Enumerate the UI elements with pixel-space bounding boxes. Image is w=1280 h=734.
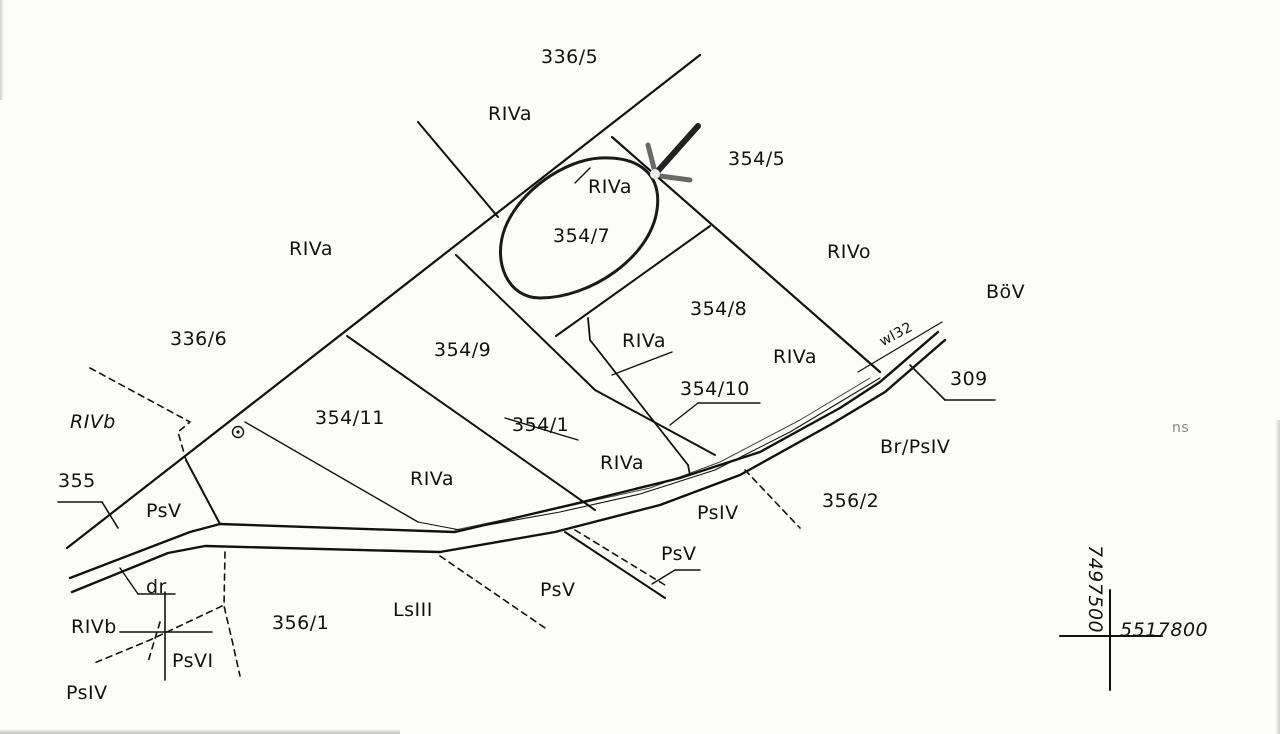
boundary-354-10-left bbox=[587, 317, 591, 341]
parcel-label-356-1: 356/1 bbox=[272, 612, 330, 634]
dashed-boundary-east bbox=[744, 469, 801, 529]
parcel-label-336-5: 336/5 bbox=[541, 46, 599, 68]
track-line bbox=[417, 377, 881, 531]
parcel-label-356-2: 356/2 bbox=[822, 490, 880, 512]
landuse-label-riva-lower-1: RIVa bbox=[410, 468, 454, 490]
track-line-2 bbox=[454, 377, 871, 531]
boundary-solid-psv bbox=[564, 531, 666, 599]
landuse-label-riva-lower-2: RIVa bbox=[600, 452, 644, 474]
parcel-label-354-9: 354/9 bbox=[434, 339, 492, 361]
landuse-label-rivo-right: RIVo bbox=[827, 241, 871, 263]
leader-354-1 bbox=[504, 417, 579, 441]
landuse-label-psvi: PsVI bbox=[172, 650, 214, 672]
parcel-label-354-10: 354/10 bbox=[680, 378, 750, 400]
parcel-label-355: 355 bbox=[58, 470, 96, 492]
parcel-label-354-1: 354/1 bbox=[512, 414, 570, 436]
parcel-label-336-6: 336/6 bbox=[170, 328, 228, 350]
parcel-label-354-11: 354/11 bbox=[315, 407, 385, 429]
landuse-label-psv-left: PsV bbox=[146, 500, 182, 522]
coordinate-label-easting: 5517800 bbox=[1120, 619, 1209, 641]
parcel-label-354-7: 354/7 bbox=[553, 225, 611, 247]
parcel-label-354-8: 354/8 bbox=[690, 298, 748, 320]
boundary-psv-divider bbox=[185, 459, 221, 525]
survey-point-symbol bbox=[231, 425, 245, 439]
leader-354-10 bbox=[669, 402, 699, 426]
road-lower-edge bbox=[70, 338, 947, 594]
leader-dr bbox=[119, 567, 139, 595]
landuse-label-riva-left: RIVa bbox=[289, 238, 333, 260]
landuse-label-psv-road: PsV bbox=[661, 543, 697, 565]
pointer-marker-icon bbox=[645, 123, 701, 183]
road-upper-edge bbox=[68, 330, 940, 580]
dashed-boundary-south-2 bbox=[91, 605, 223, 665]
landuse-label-psiv-bottom: PsIV bbox=[66, 682, 108, 704]
landuse-label-bov: BöV bbox=[986, 281, 1026, 303]
boundary-354-9-top bbox=[455, 254, 596, 391]
boundary-354-8-top bbox=[555, 225, 711, 337]
leader-wl bbox=[857, 321, 943, 373]
boundary-north-ridge bbox=[417, 121, 499, 218]
landuse-label-ns: ns bbox=[1172, 420, 1190, 436]
landuse-label-br-psiv: Br/PsIV bbox=[880, 436, 951, 458]
coordinate-label-northing: 7497500 bbox=[1084, 545, 1106, 634]
leader-psv-road bbox=[651, 569, 676, 585]
leader-355-d bbox=[101, 501, 119, 529]
landuse-label-riva-mid-2: RIVa bbox=[773, 346, 817, 368]
dashed-boundary-bottom-left bbox=[147, 621, 161, 663]
landuse-label-riva-top: RIVa bbox=[488, 103, 532, 125]
landuse-label-rivb-left: RIVb bbox=[70, 411, 116, 433]
landuse-label-riva-mid-1: RIVa bbox=[622, 330, 666, 352]
boundary-main-diagonal bbox=[65, 53, 702, 550]
scan-edge-left bbox=[0, 0, 4, 100]
parcel-label-354-5: 354/5 bbox=[728, 148, 786, 170]
survey-point-center bbox=[236, 430, 240, 434]
dashed-boundary-psv bbox=[574, 529, 666, 586]
hand-drawn-circle bbox=[499, 156, 660, 300]
landuse-label-riva-circle: RIVa bbox=[588, 176, 632, 198]
scan-edge-right bbox=[1275, 420, 1280, 734]
scan-edge-bottom bbox=[0, 729, 400, 734]
landuse-label-rivb-bottom: RIVb bbox=[71, 616, 117, 638]
dashed-boundary-west bbox=[89, 367, 191, 461]
boundary-354-11-thin bbox=[244, 421, 419, 523]
dashed-boundary-center bbox=[439, 555, 549, 631]
landuse-label-lsiii: LsIII bbox=[393, 599, 433, 621]
landuse-label-psiv: PsIV bbox=[697, 502, 739, 524]
leader-309 bbox=[909, 364, 946, 401]
boundary-354-10-diag bbox=[589, 339, 689, 466]
leader-rivat bbox=[611, 351, 673, 376]
circle-tick bbox=[574, 167, 591, 184]
landuse-label-dr: dr bbox=[146, 576, 167, 598]
landuse-label-psv-bottom: PsV bbox=[540, 579, 576, 601]
parcel-label-309: 309 bbox=[950, 368, 988, 390]
dashed-boundary-south-1 bbox=[223, 551, 241, 677]
boundary-354-11-top bbox=[346, 335, 596, 511]
